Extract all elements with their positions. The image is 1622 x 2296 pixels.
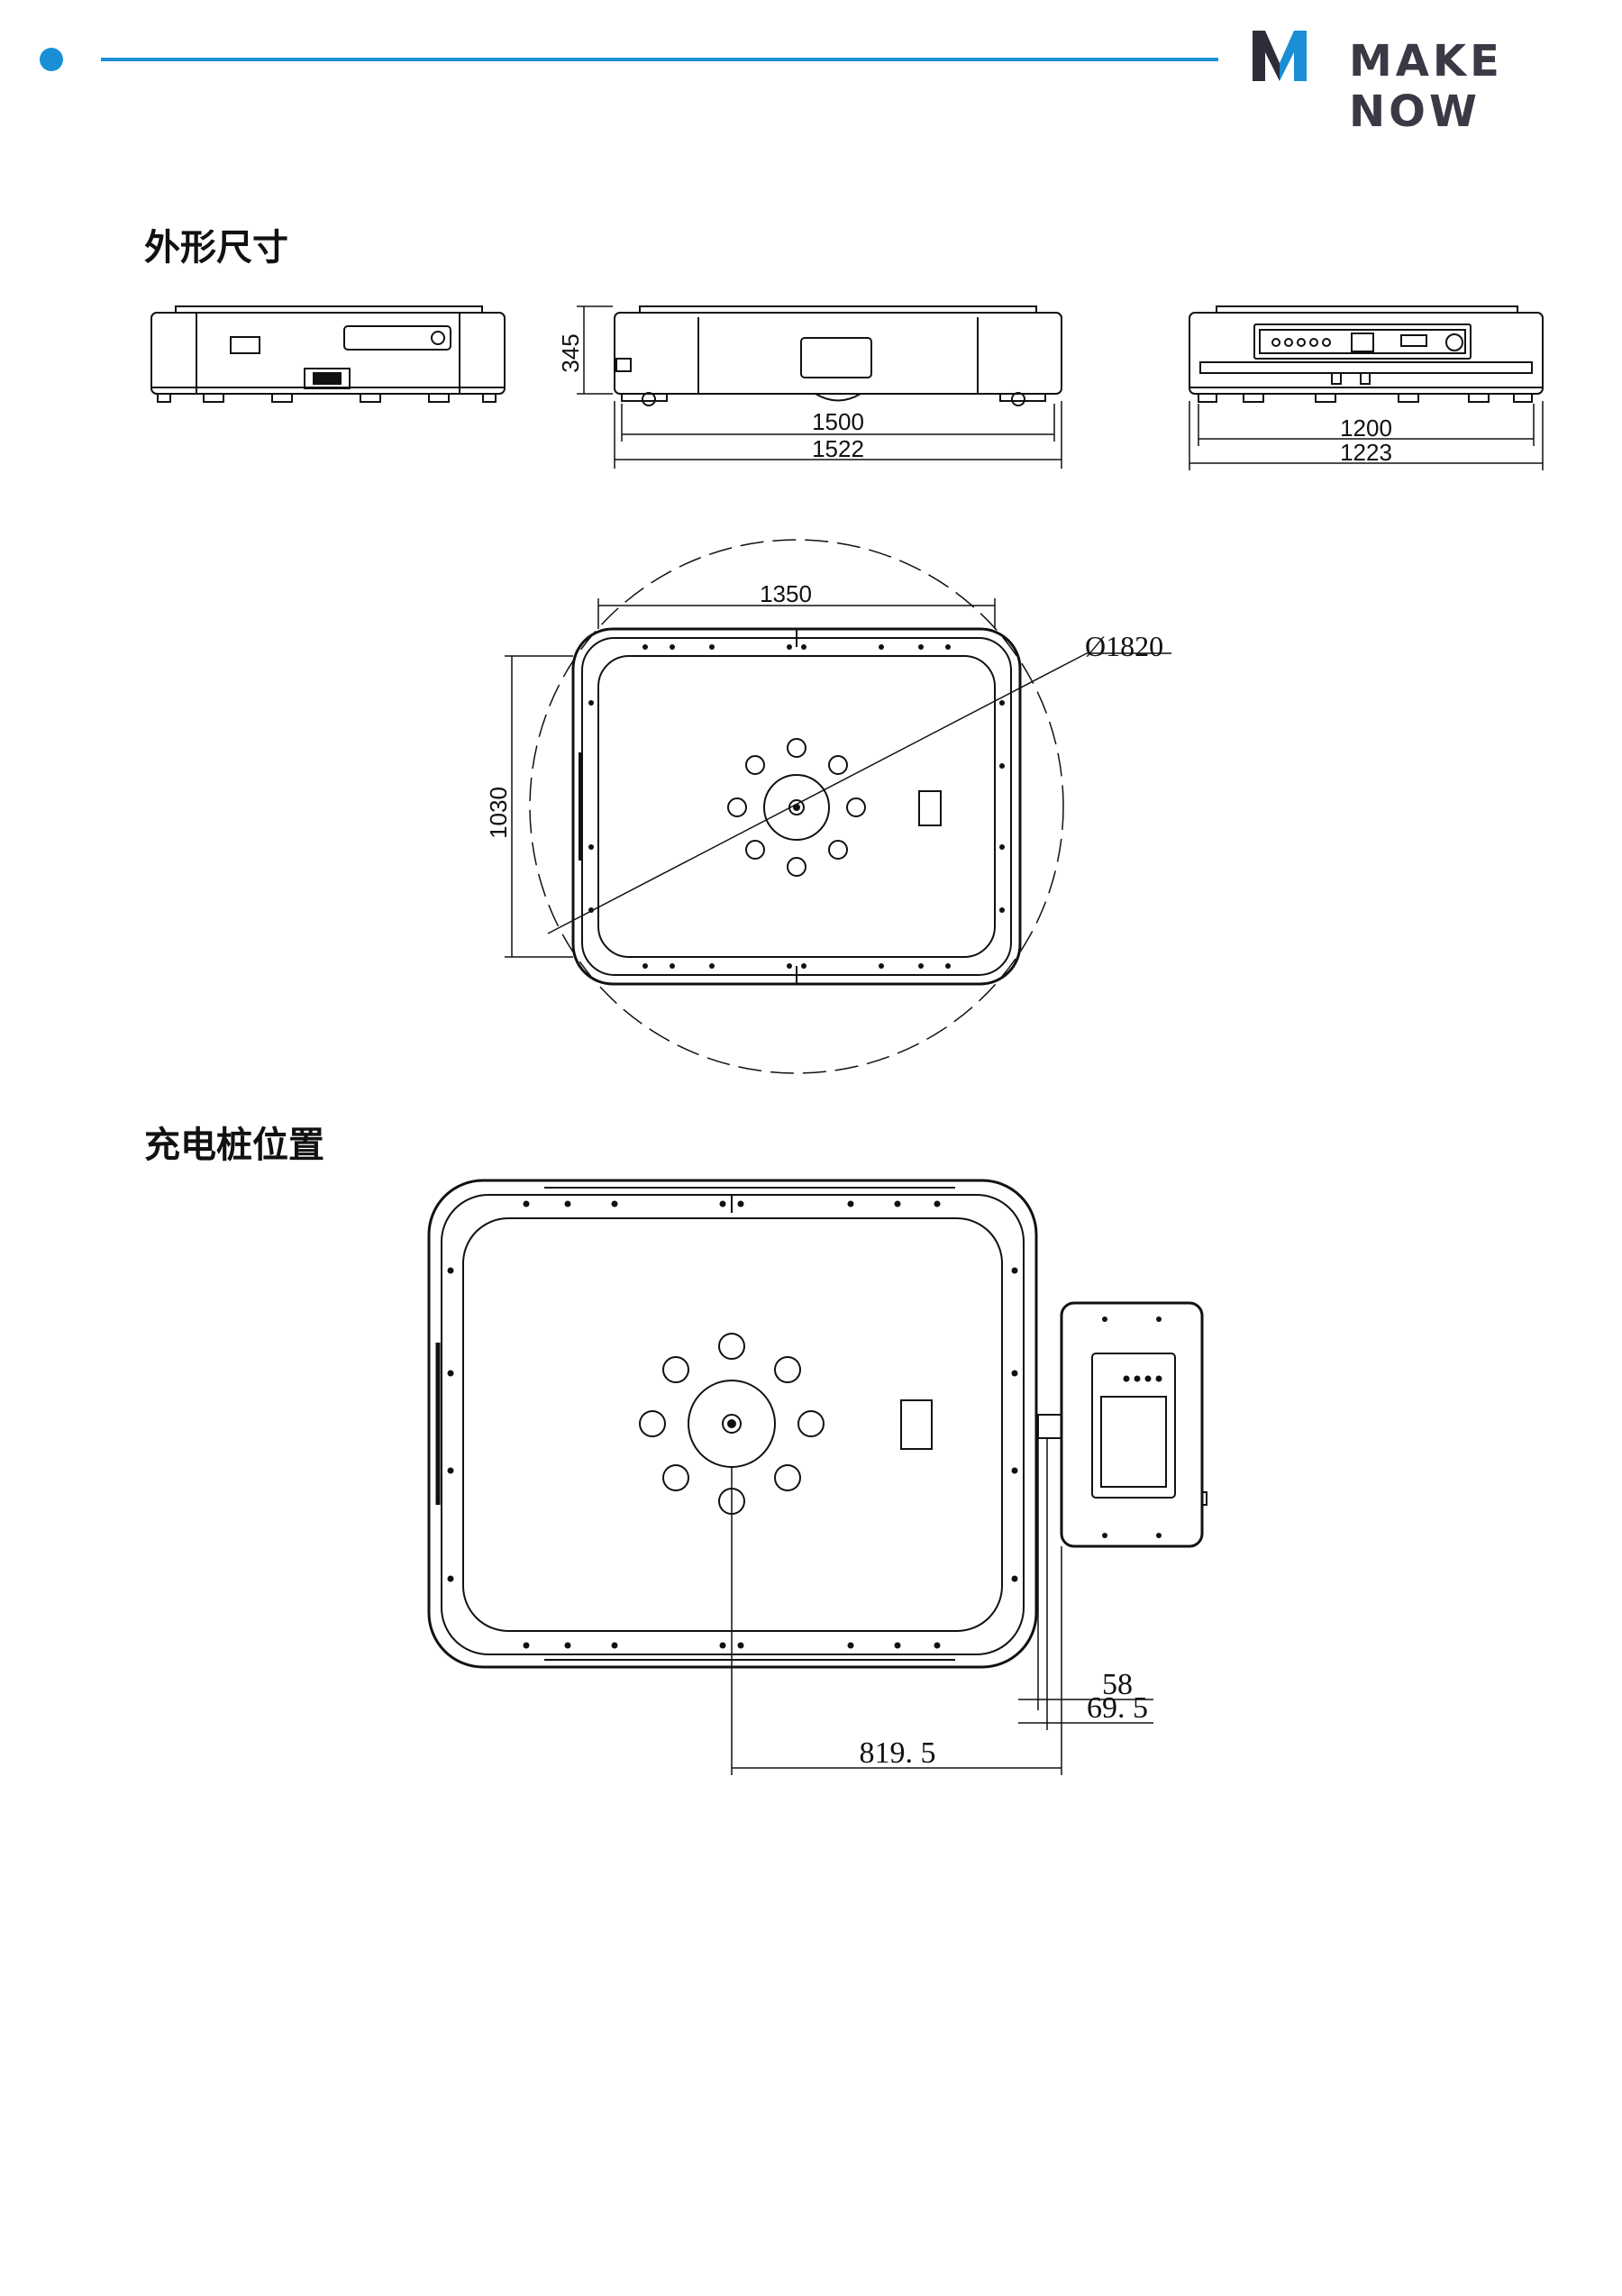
- charger-dimensions: [731, 1438, 1153, 1775]
- dim-front-width-inner: 1200: [1340, 415, 1392, 442]
- brand-logo-icon: [1253, 31, 1307, 81]
- left-side-view: [150, 305, 506, 403]
- right-dimensions: [1189, 401, 1544, 470]
- dim-top-width: 1350: [760, 580, 812, 607]
- brand-name: MAKE NOW: [1349, 36, 1503, 137]
- header-dot: [40, 48, 63, 71]
- charger-view-bolts: [447, 1200, 1018, 1649]
- dim-front-width-outer: 1223: [1340, 439, 1392, 466]
- charger-position-drawing: 58 69. 5 819. 5: [427, 1179, 1207, 1775]
- charging-station: [1037, 1301, 1207, 1548]
- top-view-bolts: [588, 644, 1005, 969]
- dim-side-width-inner: 1500: [812, 408, 864, 435]
- dim-side-height: 345: [557, 333, 584, 372]
- section-title-charger-position: 充电桩位置: [144, 1125, 324, 1166]
- side-views-drawing: 345 1500 1522 1200 1223: [150, 305, 1544, 470]
- dim-charge-gap-small: 58: [1102, 1668, 1133, 1701]
- dim-charge-center-distance: 819. 5: [860, 1736, 936, 1770]
- right-side-view: [1189, 305, 1544, 403]
- dim-side-width-outer: 1522: [812, 435, 864, 462]
- middle-dimensions: [577, 305, 1062, 469]
- header-line: [101, 58, 1218, 61]
- dim-top-height: 1030: [485, 787, 512, 839]
- top-view-dimensions: [505, 598, 996, 958]
- section-title-dimensions: 外形尺寸: [144, 227, 288, 269]
- dim-charge-gap-large: 69. 5: [1087, 1691, 1148, 1725]
- top-view-drawing: 1350 1030 Ø1820: [485, 539, 1171, 1074]
- middle-side-view: [614, 305, 1062, 406]
- dim-turning-diameter: Ø1820: [1085, 630, 1163, 662]
